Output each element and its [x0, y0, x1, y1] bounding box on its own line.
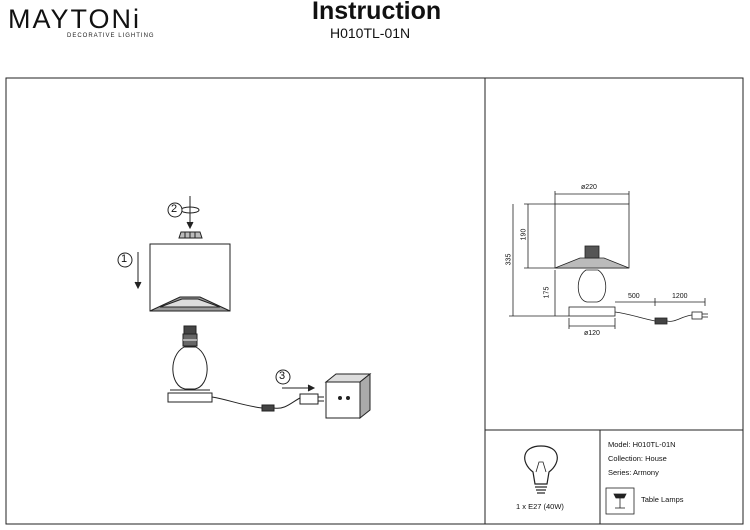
- brand-tagline: DECORATIVE LIGHTING: [67, 33, 155, 39]
- outer-frame: [5, 77, 744, 525]
- dimension-drawing: [509, 191, 708, 329]
- brand-logo: MAYTONi: [8, 4, 142, 34]
- spec-series: Series: Armony: [608, 468, 659, 477]
- bulb-caption: 1 x E27 (40W): [516, 502, 564, 511]
- model-heading: H010TL-01N: [330, 25, 411, 41]
- spec-collection: Collection: House: [608, 454, 667, 463]
- dim-shade-height: 190: [520, 228, 528, 241]
- assembly-illustration: [134, 196, 372, 420]
- step-markers: [117, 202, 291, 385]
- dim-switch-plug: 1200: [672, 293, 688, 300]
- dim-shade-diameter: ø220: [581, 184, 597, 191]
- page-title: Instruction: [312, 0, 442, 25]
- spec-model: Model: H010TL-01N: [608, 440, 676, 449]
- cord-switch: [261, 404, 275, 412]
- lamp-body: [172, 346, 208, 390]
- lampshade: [149, 243, 231, 312]
- power-cord: [211, 396, 263, 409]
- lamp-base: [167, 392, 213, 403]
- ring-nut: [178, 231, 203, 239]
- wall-outlet: [324, 372, 372, 420]
- dim-base-diameter: ø120: [584, 330, 600, 337]
- dim-total-height: 335: [505, 253, 513, 266]
- spec-category: Table Lamps: [641, 495, 684, 504]
- step2-number: 2: [171, 203, 178, 215]
- lamp-socket: [182, 325, 198, 347]
- dim-body: [577, 269, 607, 303]
- bulb-icon: [524, 445, 558, 494]
- table-lamp-icon: [605, 487, 635, 515]
- dim-cord-switch: 500: [628, 293, 640, 300]
- dim-base-height: 175: [543, 286, 551, 299]
- plug: [299, 393, 319, 405]
- step1-number: 1: [121, 253, 128, 265]
- step3-number: 3: [279, 370, 286, 382]
